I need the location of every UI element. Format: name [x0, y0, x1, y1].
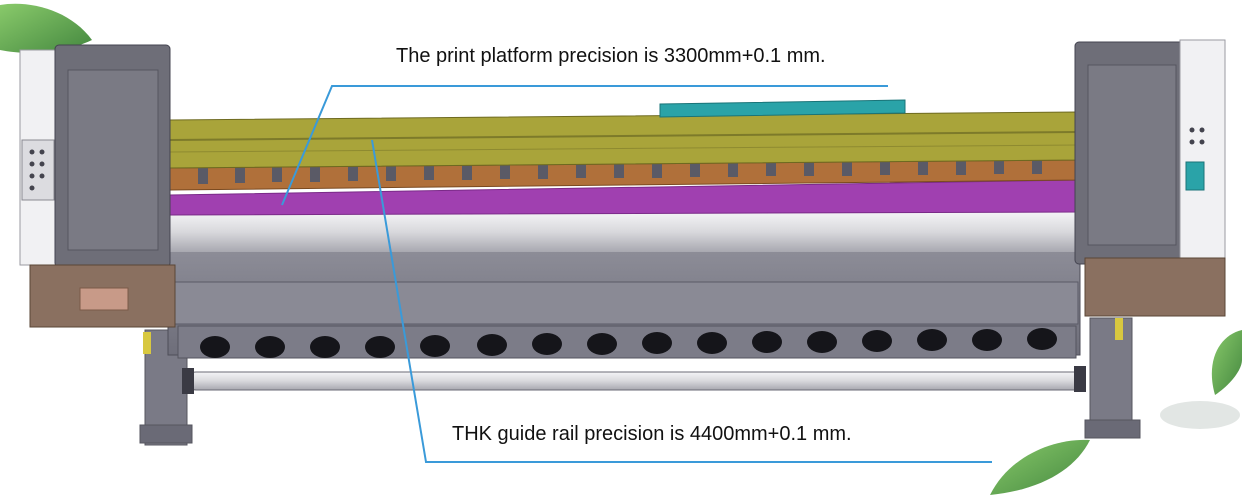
carriage [659, 99, 906, 118]
leaf-top-left [0, 3, 92, 53]
vent-holes [200, 328, 1057, 358]
media-rod-end-left [182, 368, 194, 394]
guide-rail [169, 111, 1079, 169]
right-side-housing [1179, 39, 1226, 263]
white-roller [170, 212, 1078, 252]
left-foot [139, 424, 193, 444]
right-teal-port [1185, 161, 1205, 191]
belt-blocks [198, 156, 1042, 184]
media-rod-end-right [1074, 366, 1086, 392]
lower-panel [169, 281, 1079, 325]
leaf-shadow [1160, 401, 1240, 429]
leaf-right [1211, 330, 1242, 395]
left-control-panel [21, 139, 55, 201]
left-yellow-clip [143, 332, 151, 354]
left-base-label [79, 287, 129, 311]
right-foot [1084, 419, 1141, 439]
left-control-buttons [29, 149, 45, 191]
leader-line-platform [281, 85, 888, 206]
guide-rail-precision-label: THK guide rail precision is 4400mm+0.1 m… [452, 423, 852, 445]
platform-precision-label: The print platform precision is 3300mm+0… [396, 45, 826, 67]
leaf-bottom-right [990, 439, 1090, 495]
right-yellow-clip [1115, 318, 1123, 340]
right-leg [1089, 317, 1133, 439]
media-rod [187, 371, 1084, 391]
leader-line-guide-rail [371, 139, 992, 463]
right-base-box [1084, 257, 1226, 317]
right-control-buttons [1189, 127, 1205, 145]
